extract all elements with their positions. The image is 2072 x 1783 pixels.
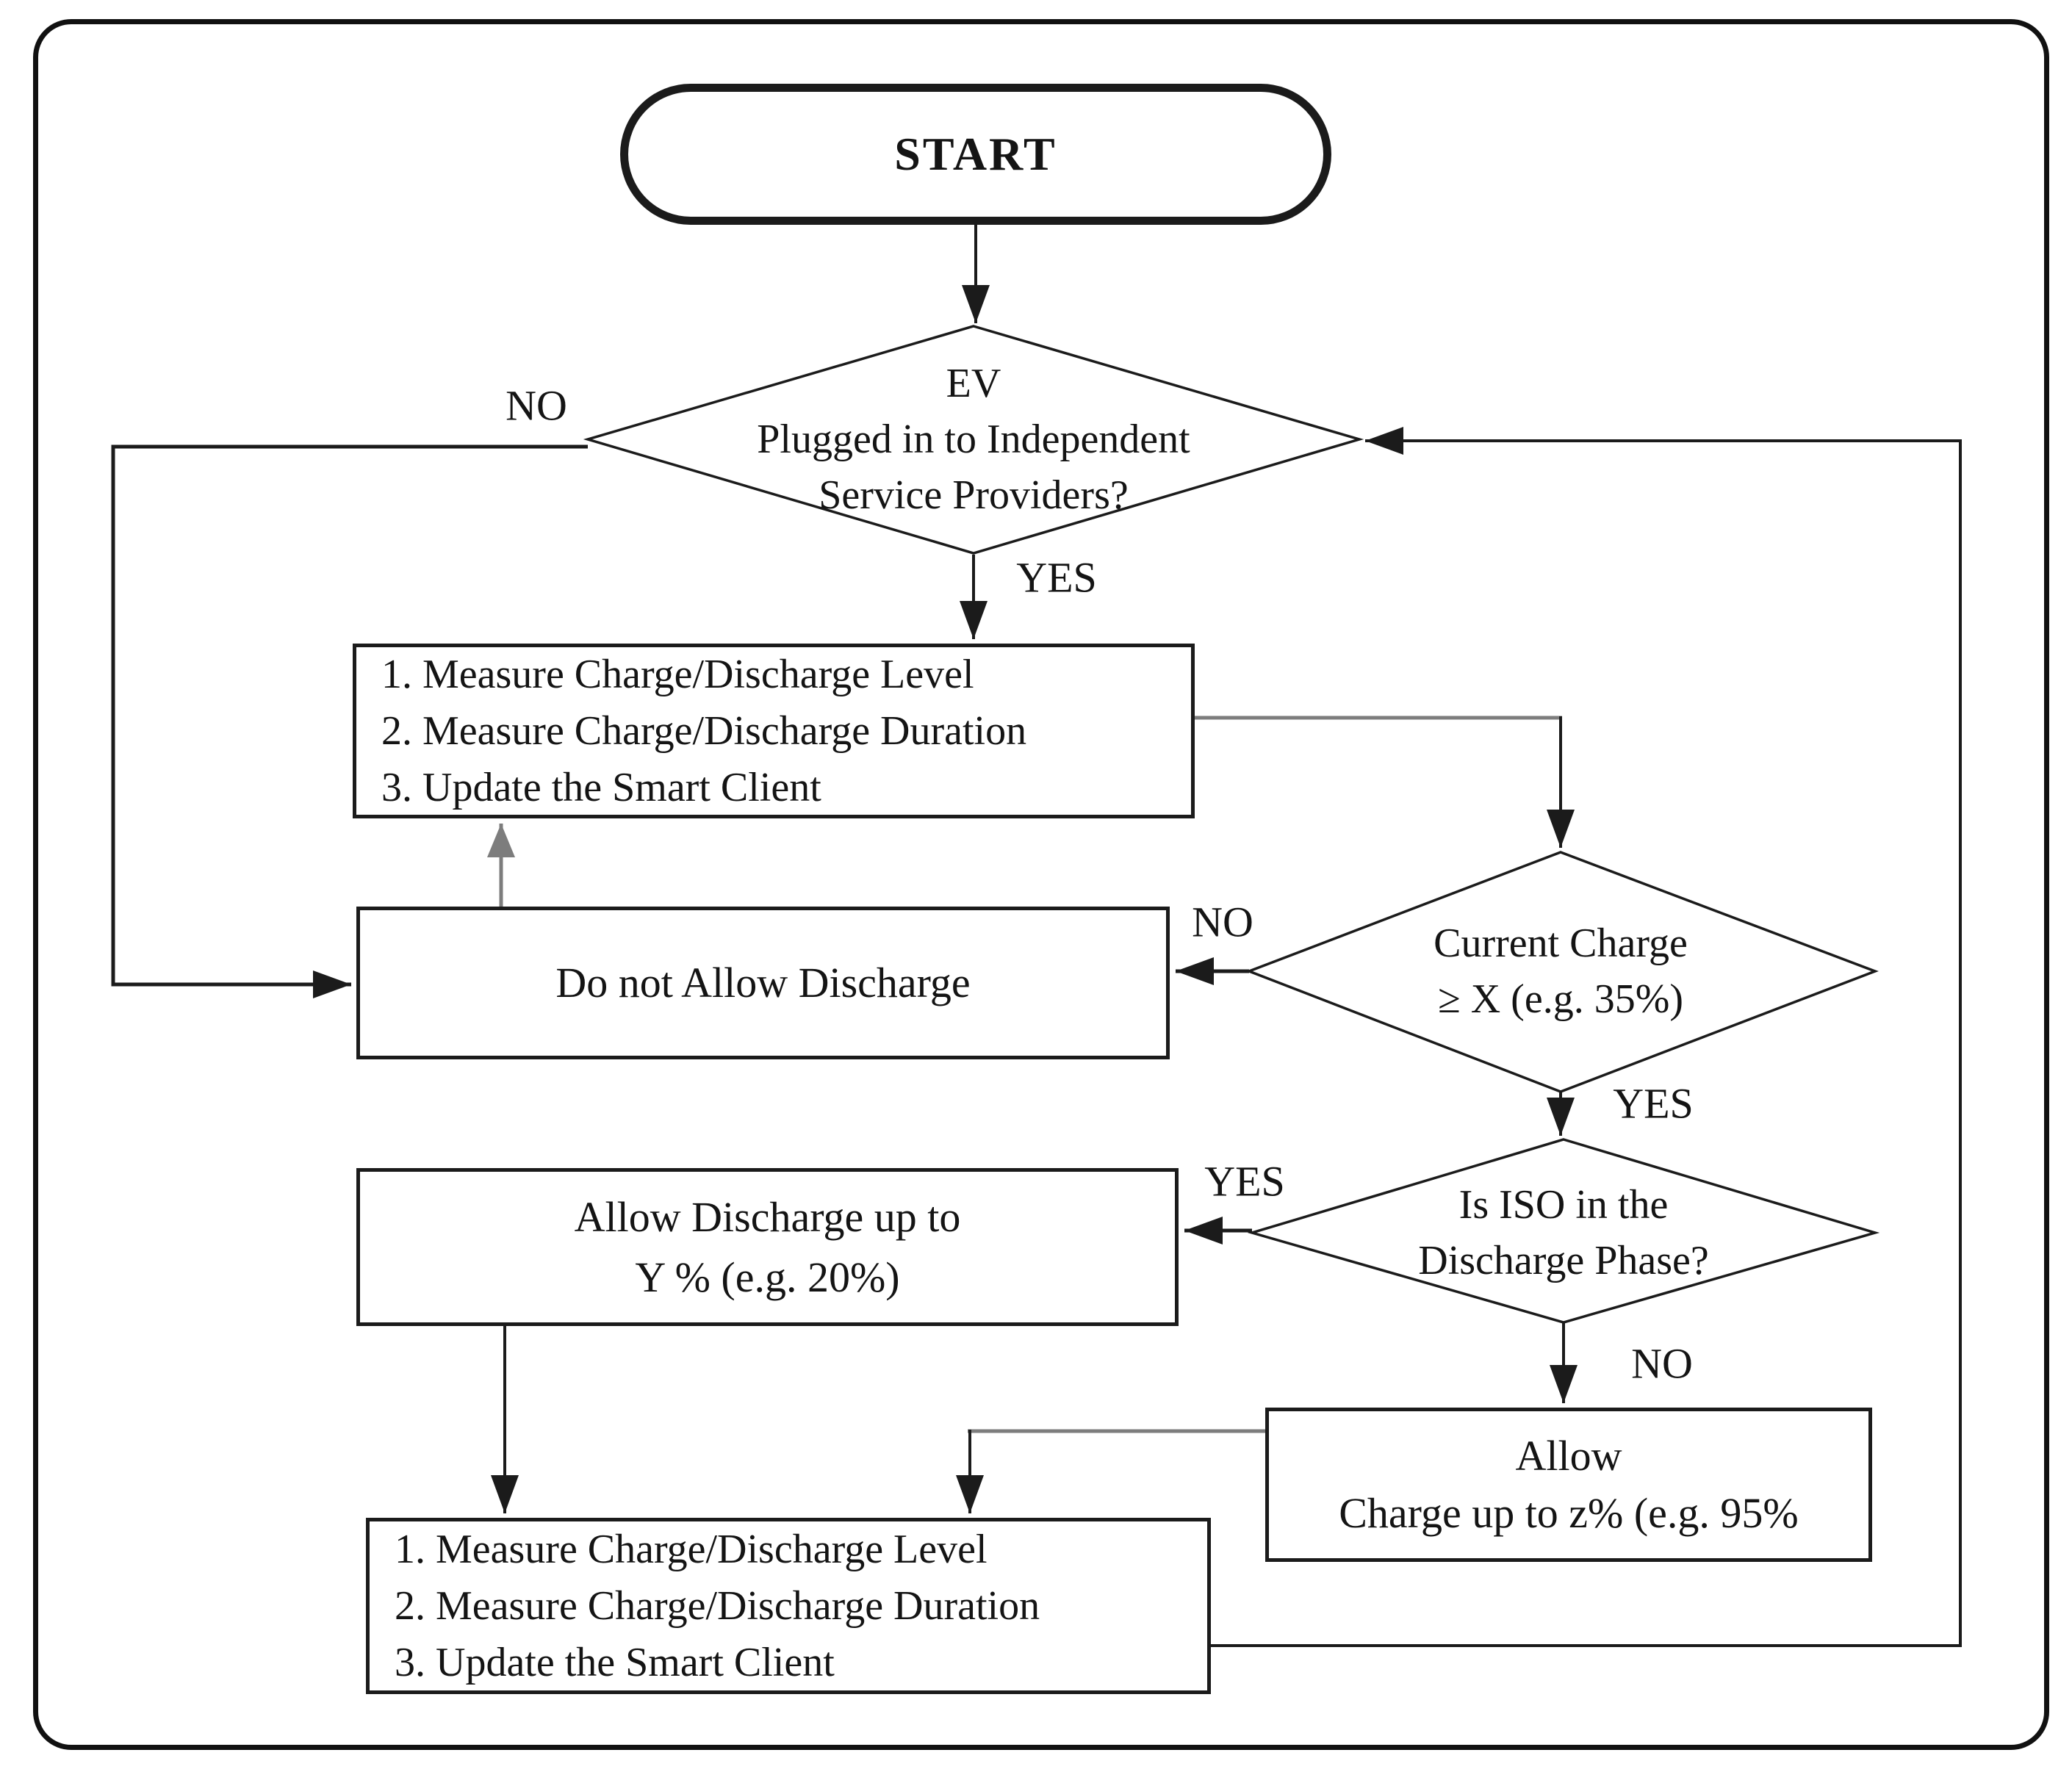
- process-allow-discharge: Allow Discharge up to Y % (e.g. 20%): [356, 1168, 1179, 1326]
- decision-line: Plugged in to Independent: [757, 417, 1190, 462]
- process-measure-update-top: 1. Measure Charge/Discharge Level 2. Mea…: [353, 644, 1195, 818]
- process-measure-update-bottom: 1. Measure Charge/Discharge Level 2. Mea…: [366, 1518, 1211, 1694]
- decision-iso-phase-label: Is ISO in the Discharge Phase?: [1418, 1177, 1709, 1289]
- edge-feedback-loop: [1209, 427, 1962, 1647]
- start-label: START: [894, 128, 1057, 180]
- edge-label-iso-yes: YES: [1204, 1157, 1285, 1206]
- process-label: Do not Allow Discharge: [555, 959, 971, 1006]
- edge-label-charge-yes: YES: [1613, 1079, 1694, 1128]
- process-line: Y % (e.g. 20%): [635, 1253, 900, 1301]
- process-line: Allow Discharge up to: [574, 1192, 961, 1241]
- process-allow-charge: Allow Charge up to z% (e.g. 95%: [1265, 1408, 1872, 1562]
- decision-line: Current Charge: [1434, 921, 1688, 966]
- decision-current-charge-shape: [1245, 851, 1879, 1093]
- process-no-discharge: Do not Allow Discharge: [356, 907, 1170, 1059]
- decision-line: ≥ X (e.g. 35%): [1438, 976, 1683, 1022]
- process-step: 1. Measure Charge/Discharge Level: [395, 1526, 988, 1572]
- process-step: 3. Update the Smart Client: [395, 1639, 835, 1685]
- edge-label-iso-no: NO: [1631, 1339, 1693, 1388]
- edge-label-charge-no: NO: [1192, 898, 1253, 946]
- decision-line: EV: [946, 361, 1001, 406]
- decision-line: Discharge Phase?: [1418, 1238, 1709, 1283]
- edge-label-plugged-yes: YES: [1016, 553, 1097, 602]
- process-step: 3. Update the Smart Client: [381, 764, 821, 810]
- decision-current-charge-label: Current Charge ≥ X (e.g. 35%): [1434, 915, 1688, 1027]
- decision-iso-phase-shape: [1247, 1138, 1880, 1324]
- process-step: 2. Measure Charge/Discharge Duration: [395, 1582, 1040, 1629]
- process-step: 1. Measure Charge/Discharge Level: [381, 651, 974, 697]
- decision-plugged-in-label: EV Plugged in to Independent Service Pro…: [757, 356, 1190, 523]
- process-line: Allow: [1515, 1432, 1622, 1480]
- process-step: 2. Measure Charge/Discharge Duration: [381, 707, 1027, 754]
- edge-label-plugged-no: NO: [506, 381, 567, 430]
- process-line: Charge up to z% (e.g. 95%: [1339, 1489, 1799, 1537]
- start-node: START: [620, 84, 1331, 225]
- decision-plugged-in-shape: [583, 325, 1364, 555]
- decision-line: Is ISO in the: [1458, 1182, 1669, 1228]
- figure-border: [33, 19, 2049, 1750]
- edge-plugged-no-path: [111, 444, 588, 998]
- decision-line: Service Providers?: [819, 472, 1129, 518]
